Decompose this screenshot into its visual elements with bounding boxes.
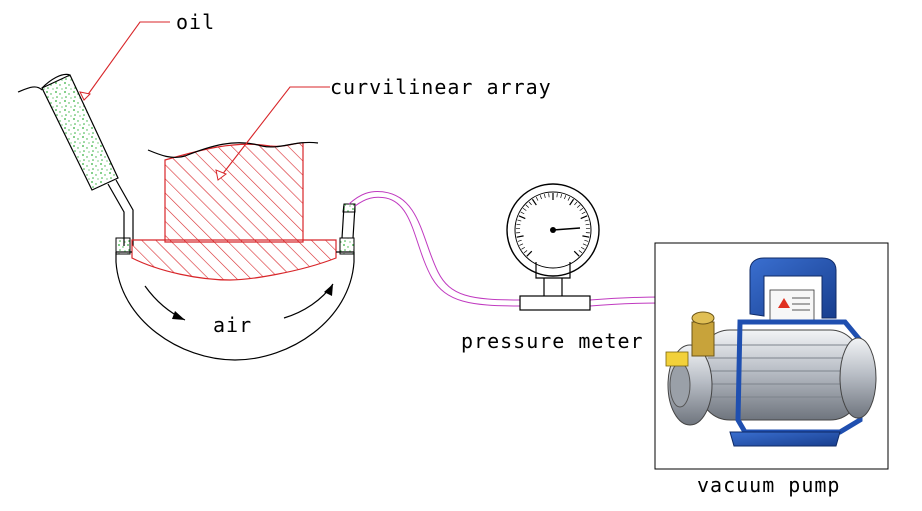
- gauge-tick: [582, 235, 590, 238]
- air-chamber: [115, 203, 356, 361]
- label-vacuum-pump: vacuum pump: [697, 473, 840, 497]
- gauge-tick: [573, 250, 580, 257]
- gauge-tick: [580, 215, 588, 220]
- gauge-tick: [569, 198, 575, 206]
- gauge-tick: [516, 223, 521, 226]
- gauge-tick: [585, 223, 590, 226]
- pressure-gauge: [506, 183, 600, 311]
- label-pressure-meter: pressure meter: [461, 329, 644, 353]
- gauge-tick: [582, 243, 587, 246]
- gauge-tick: [517, 239, 522, 242]
- gauge-tick: [523, 250, 528, 254]
- gauge-tick: [584, 219, 589, 222]
- gauge-tick: [584, 239, 589, 242]
- gauge-tick: [528, 201, 532, 206]
- gauge-tick: [560, 193, 562, 198]
- label-oil: oil: [176, 10, 215, 34]
- gauge-tick: [567, 196, 571, 201]
- gauge-tick: [521, 246, 526, 250]
- gauge-tick: [564, 195, 567, 200]
- curvilinear-array: [131, 141, 337, 281]
- gauge-tick: [531, 198, 537, 206]
- gauge-tick: [578, 250, 583, 254]
- gauge-tick: [516, 235, 524, 238]
- gauge-tick: [576, 204, 581, 208]
- gauge-tick: [535, 196, 539, 201]
- gauge-tick: [580, 246, 585, 250]
- leader-lines: [79, 21, 330, 181]
- gauge-tick: [526, 250, 533, 257]
- gauge-tick: [544, 193, 546, 198]
- gauge-tick: [518, 215, 526, 220]
- label-air: air: [213, 313, 252, 337]
- gauge-tick: [539, 195, 542, 200]
- gauge-tick: [574, 201, 578, 206]
- gauge-tick: [517, 219, 522, 222]
- gauge-tick: [525, 204, 530, 208]
- oil-syringe: [17, 73, 134, 246]
- gauge-tick: [522, 207, 527, 211]
- gauge-tick: [520, 211, 525, 215]
- gauge-tick: [519, 243, 524, 246]
- gauge-tick: [579, 207, 584, 211]
- label-curvilinear-array: curvilinear array: [330, 75, 552, 99]
- gauge-tick: [581, 211, 586, 215]
- vacuum-pump: [654, 242, 889, 470]
